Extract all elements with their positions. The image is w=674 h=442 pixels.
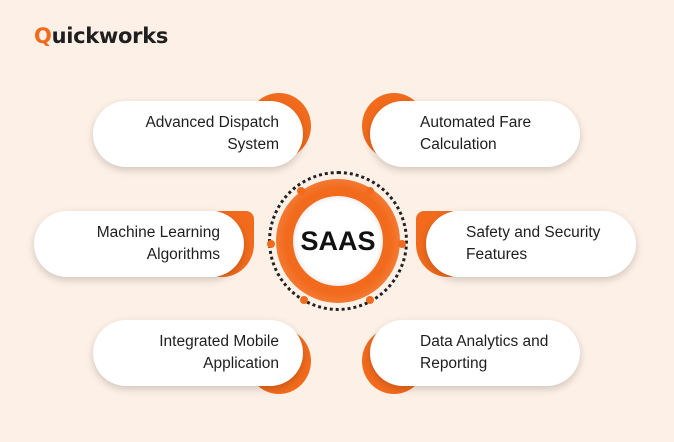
connector-dot bbox=[297, 187, 305, 195]
feature-label-line1: Safety and Security bbox=[466, 224, 601, 241]
feature-label-line1: Data Analytics and bbox=[420, 333, 549, 350]
connector-dot bbox=[398, 240, 406, 248]
feature-label-line2: Algorithms bbox=[146, 246, 220, 263]
feature-card-safety-security: Safety and Security Features bbox=[416, 211, 636, 277]
connector-dot bbox=[267, 240, 275, 248]
feature-label-line2: System bbox=[227, 136, 279, 153]
feature-label-line2: Application bbox=[203, 355, 279, 372]
feature-label-line1: Machine Learning bbox=[96, 224, 220, 241]
connector-dot bbox=[366, 187, 374, 195]
connector-dot bbox=[300, 296, 308, 304]
feature-label-line2: Calculation bbox=[420, 136, 497, 153]
hub-label: SAAS bbox=[293, 196, 383, 286]
feature-card-integrated-mobile: Integrated Mobile Application bbox=[93, 320, 311, 394]
feature-label-line2: Reporting bbox=[420, 355, 488, 372]
feature-card-advanced-dispatch: Advanced Dispatch System bbox=[93, 93, 311, 167]
feature-card-machine-learning: Machine Learning Algorithms bbox=[34, 211, 254, 277]
feature-label-line2: Features bbox=[466, 246, 528, 263]
feature-label-line1: Automated Fare bbox=[420, 114, 532, 131]
connector-dot bbox=[366, 296, 374, 304]
feature-card-automated-fare: Automated Fare Calculation bbox=[362, 93, 580, 167]
logo-text: uickworks bbox=[51, 24, 169, 48]
saas-hub: SAAS bbox=[268, 171, 408, 311]
feature-label-line1: Integrated Mobile bbox=[159, 333, 279, 350]
logo-mark: Q bbox=[34, 24, 52, 48]
feature-card-data-analytics: Data Analytics and Reporting bbox=[362, 320, 580, 394]
feature-label-line1: Advanced Dispatch bbox=[145, 114, 279, 131]
